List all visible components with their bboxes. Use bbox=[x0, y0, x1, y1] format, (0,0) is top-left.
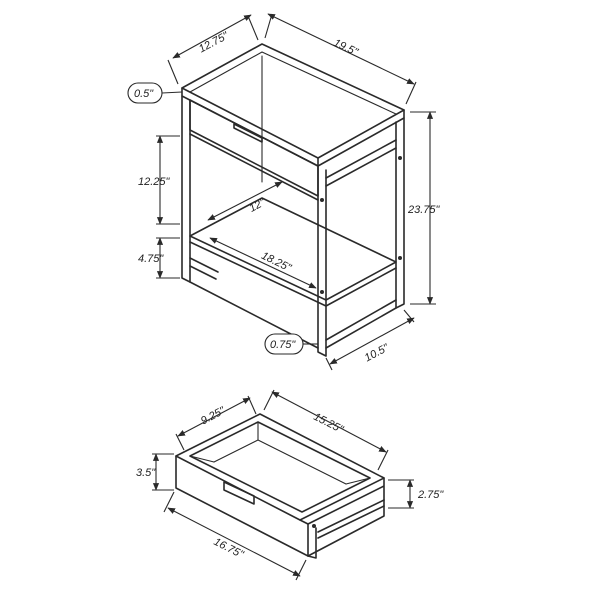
end-table-drawing bbox=[181, 43, 405, 357]
label-table-depth: 12.75" bbox=[197, 29, 231, 55]
dimension-drawer-inner-width: 15.25" bbox=[263, 389, 389, 471]
base-rail-left bbox=[189, 257, 219, 280]
dimension-table-height: 23.75" bbox=[407, 111, 441, 305]
dimension-drawer-outer-height: 3.5" bbox=[136, 453, 174, 491]
drawer-rail-left bbox=[189, 133, 319, 201]
tabletop-surface bbox=[181, 43, 405, 159]
drawer-pull bbox=[233, 123, 263, 143]
dimension-drawer-inner-depth: 9.25" bbox=[175, 395, 257, 451]
callout-leg-width: 0.75" bbox=[264, 333, 318, 355]
label-base-depth: 10.5" bbox=[363, 341, 392, 364]
label-top-thickness: 0.5" bbox=[134, 88, 154, 100]
label-lower-gap: 4.75" bbox=[138, 253, 164, 265]
tabletop-front-edge bbox=[181, 87, 319, 167]
label-table-width: 19.5" bbox=[332, 37, 361, 59]
label-table-height: 23.75" bbox=[407, 204, 441, 216]
back-right-leg bbox=[395, 117, 405, 309]
drawer-side-face bbox=[307, 477, 385, 557]
label-drawer-inner-depth: 9.25" bbox=[199, 404, 228, 427]
dimension-table-width: 19.5" bbox=[264, 13, 417, 105]
label-drawer-inner-height: 2.75" bbox=[417, 489, 444, 501]
drawer-drawing bbox=[175, 413, 385, 559]
tabletop-side-edge bbox=[317, 109, 405, 167]
callout-top-thickness: 0.5" bbox=[127, 82, 183, 104]
label-drawer-inner-width: 15.25" bbox=[311, 411, 345, 436]
label-drawer-outer-height: 3.5" bbox=[136, 467, 156, 479]
drawer-front bbox=[189, 99, 319, 197]
dimension-table-depth: 12.75" bbox=[167, 14, 259, 85]
dimension-drawer-inner-height: 2.75" bbox=[388, 479, 444, 509]
drawer-slide bbox=[317, 499, 385, 539]
label-leg-width: 0.75" bbox=[270, 339, 296, 351]
dimension-lower-gap: 4.75" bbox=[138, 237, 180, 279]
dimension-drawer-outer-width: 16.75" bbox=[163, 491, 307, 581]
label-drawer-opening: 12.25" bbox=[138, 176, 171, 188]
drawer-front-pull bbox=[223, 481, 255, 505]
front-right-leg bbox=[317, 165, 327, 357]
drawer-rail-right bbox=[325, 139, 397, 179]
dimension-drawer-opening: 12.25" bbox=[138, 135, 180, 225]
front-left-leg bbox=[181, 95, 191, 283]
base-rail-right bbox=[325, 299, 397, 349]
dimension-inner-width: 18.25" bbox=[209, 237, 317, 289]
drawer-front-face bbox=[175, 455, 309, 557]
dimension-inner-depth: 12" bbox=[207, 181, 283, 221]
